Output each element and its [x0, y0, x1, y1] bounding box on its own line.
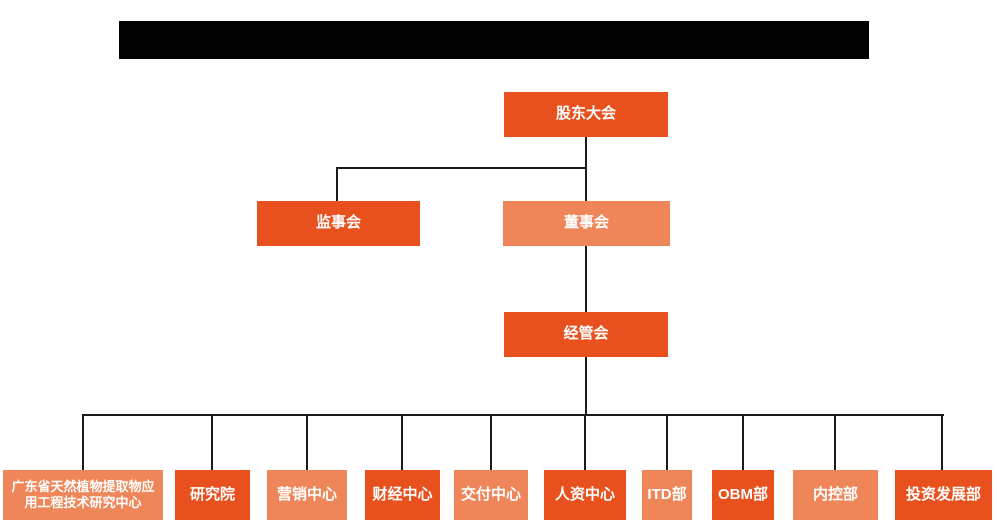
org-node-label: OBM部	[718, 485, 768, 503]
connector-drop-9	[834, 414, 836, 470]
org-node-label: 经管会	[563, 325, 609, 343]
connector-drop-6	[584, 414, 586, 470]
redacted-title-bar	[119, 21, 869, 59]
org-node-label: 监事会	[315, 214, 361, 232]
org-node-itd-department: ITD部	[642, 470, 692, 520]
connector-drop-4	[401, 414, 403, 470]
connector-drop-8	[742, 414, 744, 470]
connector-supervisory-drop	[336, 167, 338, 201]
org-node-obm-department: OBM部	[712, 470, 774, 520]
org-node-shareholders-meeting: 股东大会	[504, 92, 668, 137]
org-node-label: 内控部	[812, 485, 858, 503]
org-node-label: 营销中心	[276, 485, 337, 503]
org-node-label: 财经中心	[372, 485, 433, 503]
org-node-label: 投资发展部	[905, 485, 981, 503]
connector-drop-1	[82, 414, 84, 470]
connector-drop-7	[666, 414, 668, 470]
org-node-finance-center: 财经中心	[365, 470, 440, 520]
org-node-research-institute: 研究院	[175, 470, 250, 520]
connector-drop-10	[941, 414, 943, 470]
org-node-label: 广东省天然植物提取物应用工程技术研究中心	[11, 478, 155, 510]
org-node-supervisory-board: 监事会	[257, 201, 420, 246]
org-node-guangdong-research-center: 广东省天然植物提取物应用工程技术研究中心	[3, 470, 163, 520]
org-node-hr-center: 人资中心	[544, 470, 626, 520]
org-node-label: 股东大会	[555, 105, 616, 123]
org-node-board-of-directors: 董事会	[503, 201, 670, 246]
org-node-label: 交付中心	[460, 485, 521, 503]
org-node-internal-control-department: 内控部	[793, 470, 878, 520]
connector-level2-horizontal	[336, 167, 587, 169]
connector-drop-2	[211, 414, 213, 470]
connector-management-down	[585, 357, 587, 415]
connector-drop-5	[490, 414, 492, 470]
org-node-label: 董事会	[563, 214, 609, 232]
org-node-investment-development-department: 投资发展部	[895, 470, 992, 520]
org-node-label: 人资中心	[554, 485, 615, 503]
connector-board-to-management	[585, 246, 587, 312]
org-node-marketing-center: 营销中心	[267, 470, 347, 520]
org-node-label: 研究院	[189, 485, 235, 503]
connector-level4-horizontal	[82, 414, 944, 416]
org-node-label: ITD部	[647, 485, 687, 503]
org-node-management-committee: 经管会	[504, 312, 668, 357]
org-node-delivery-center: 交付中心	[454, 470, 528, 520]
connector-shareholders-down	[585, 137, 587, 201]
connector-drop-3	[306, 414, 308, 470]
